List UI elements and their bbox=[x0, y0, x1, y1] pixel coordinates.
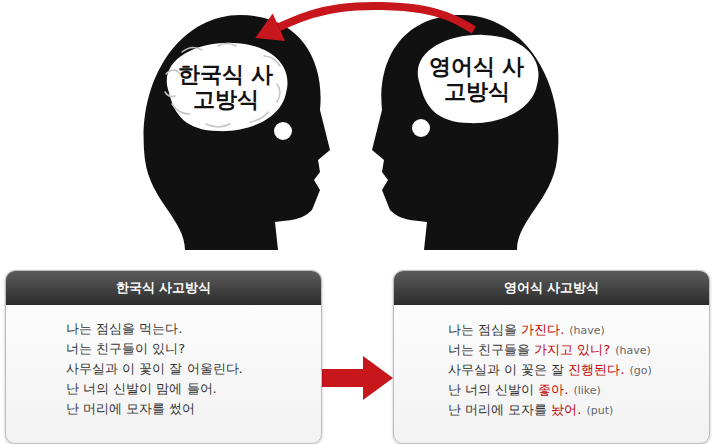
panel-body: 나는 점심을 먹는다.너는 친구들이 있니?사무실과 이 꽃이 잘 어울린다.난… bbox=[6, 305, 321, 419]
korean-sentence: 사무실과 이 꽃이 잘 어울린다. bbox=[66, 359, 315, 379]
brain-shape: 영어식 사고방식 bbox=[409, 30, 544, 128]
english-verb: (like) bbox=[573, 381, 600, 401]
panel-heading: 영어식 사고방식 bbox=[394, 271, 709, 305]
sentence-panel: 한국식 사고방식나는 점심을 먹는다.너는 친구들이 있니?사무실과 이 꽃이 … bbox=[5, 270, 322, 444]
ear bbox=[274, 122, 292, 140]
brain-label: 한국식 사고방식 bbox=[170, 62, 282, 113]
korean-sentence: 나는 점심을 먹는다. bbox=[66, 319, 315, 339]
head-silhouette bbox=[144, 15, 330, 250]
korean-sentence: 난 머리에 모자를 썼어 bbox=[66, 399, 315, 419]
arrow-line bbox=[279, 6, 474, 30]
panel-heading: 한국식 사고방식 bbox=[6, 271, 321, 305]
panel-body: 나는 점심을가진다.(have)너는 친구들을가지고 있니?(have)사무실과… bbox=[394, 305, 709, 419]
arrow-head bbox=[363, 356, 393, 400]
korean-sentence: 난 너의 신발이 맘에 들어. bbox=[66, 379, 315, 399]
translated-verb: 가진다. bbox=[521, 320, 564, 340]
head-silhouette bbox=[372, 15, 558, 250]
ear bbox=[412, 119, 430, 137]
translated-verb: 놨어. bbox=[551, 400, 581, 420]
brain-label: 영어식 사고방식 bbox=[421, 54, 533, 105]
arrow-connector bbox=[322, 356, 393, 400]
english-verb: (have) bbox=[615, 341, 651, 361]
sentence-row: 사무실과 이 꽃은 잘진행된다. (go) bbox=[448, 359, 703, 379]
sentence-panel: 영어식 사고방식나는 점심을가진다.(have)너는 친구들을가지고 있니?(h… bbox=[393, 270, 710, 444]
translated-verb: 가지고 있니? bbox=[534, 340, 610, 360]
arrow-head bbox=[255, 14, 285, 41]
sentence-row: 난 머리에 모자를놨어.(put) bbox=[448, 399, 703, 419]
sentence-row: 난 너의 신발이좋아.(like) bbox=[448, 379, 703, 399]
brain-fill bbox=[167, 43, 288, 131]
korean-sentence: 너는 친구들이 있니? bbox=[66, 339, 315, 359]
translated-verb: 좋아. bbox=[538, 380, 568, 400]
arrow-line bbox=[322, 369, 363, 387]
sentence-part: 사무실과 이 꽃은 잘 bbox=[448, 360, 564, 380]
translated-verb: 진행된다. bbox=[568, 360, 624, 380]
brain-shape: 한국식 사고방식 bbox=[158, 38, 293, 136]
sentence-row: 너는 친구들을가지고 있니?(have) bbox=[448, 339, 703, 359]
sentence-part: 나는 점심을 bbox=[448, 320, 517, 340]
arrow-connector bbox=[255, 6, 474, 41]
brain-fill bbox=[418, 35, 539, 123]
sentence-part: 너는 친구들을 bbox=[448, 340, 530, 360]
brain-text-area: 한국식 사고방식 bbox=[158, 38, 293, 136]
english-verb: (go) bbox=[630, 361, 652, 381]
english-verb: (put) bbox=[586, 401, 613, 421]
brain-text-area: 영어식 사고방식 bbox=[409, 30, 544, 128]
english-verb: (have) bbox=[569, 321, 605, 341]
sentence-part: 난 머리에 모자를 bbox=[448, 400, 547, 420]
sentence-part: 난 너의 신발이 bbox=[448, 380, 534, 400]
sentence-row: 나는 점심을가진다.(have) bbox=[448, 319, 703, 339]
